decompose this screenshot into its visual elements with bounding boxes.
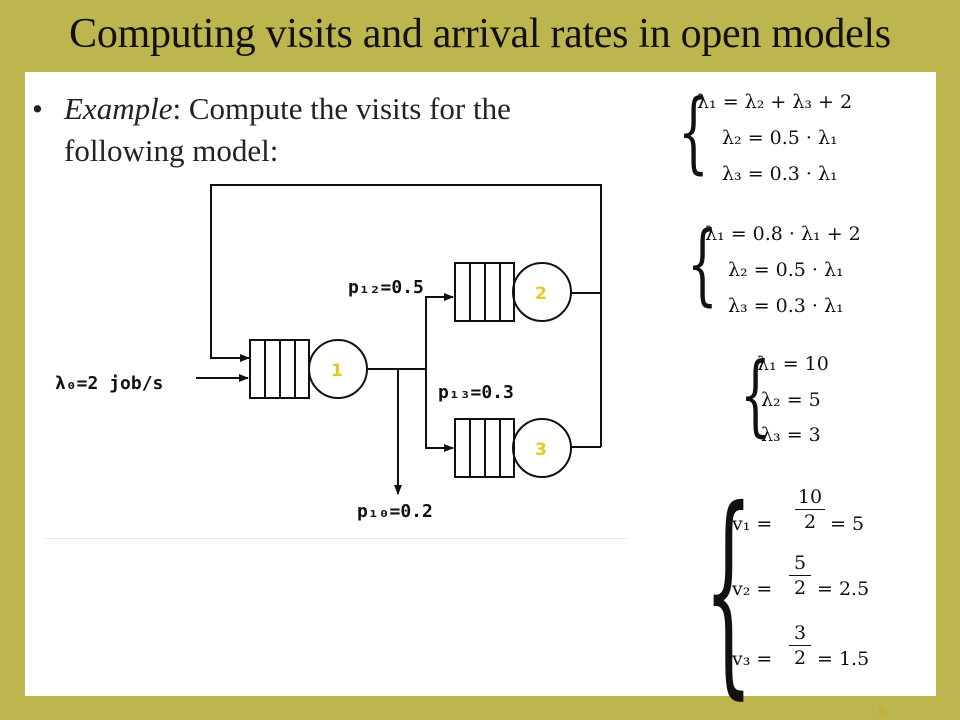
- page-number: 8: [878, 705, 885, 719]
- route-to-node3: [425, 369, 454, 452]
- v3-denominator: 2: [793, 647, 807, 669]
- brace-system-3: {: [740, 343, 771, 446]
- bullet-text: Example: Compute the visits for the foll…: [64, 88, 624, 172]
- diagram-separator: [45, 538, 627, 539]
- slide-title: Computing visits and arrival rates in op…: [69, 11, 891, 57]
- feedback-loop-line: [210, 184, 602, 362]
- v1-lhs: v₁ =: [732, 513, 773, 535]
- example-word: Example: [64, 91, 173, 126]
- eq2-line1: λ₁ = 0.8 · λ₁ + 2: [705, 223, 861, 245]
- content-panel: [25, 72, 936, 696]
- v3-fraction-bar: [789, 645, 811, 646]
- v1-fraction-bar: [795, 509, 825, 510]
- brace-system-4: {: [704, 462, 753, 718]
- server-3: [512, 418, 572, 478]
- v2-denominator: 2: [793, 577, 807, 599]
- v2-fraction-bar: [789, 575, 811, 576]
- eq1-line3: λ₃ = 0.3 · λ₁: [722, 163, 838, 185]
- brace-system-1: {: [678, 80, 709, 183]
- v3-rhs: = 1.5: [817, 648, 870, 670]
- v2-fraction: 5 2: [789, 552, 811, 599]
- p10-label: p₁₀=0.2: [357, 501, 433, 522]
- route-to-node2: [425, 293, 454, 369]
- v1-rhs: = 5: [830, 513, 865, 535]
- v1-numerator: 10: [797, 486, 823, 508]
- eq3-line1: λ₁ = 10: [757, 353, 829, 375]
- p12-label: p₁₂=0.5: [348, 277, 424, 298]
- bullet-dot: •: [32, 91, 43, 126]
- v2-lhs: v₂ =: [732, 578, 773, 600]
- node-2-number: 2: [535, 284, 547, 304]
- v3-numerator: 3: [793, 622, 807, 644]
- v2-rhs: = 2.5: [817, 578, 870, 600]
- arrival-rate-label: λ₀=2 job/s: [55, 373, 163, 394]
- v2-numerator: 5: [793, 552, 807, 574]
- eq3-line2: λ₂ = 5: [761, 389, 821, 411]
- eq1-line2: λ₂ = 0.5 · λ₁: [722, 127, 838, 149]
- v1-denominator: 2: [803, 511, 817, 533]
- bullet-body: : Compute the visits for the following m…: [64, 91, 511, 168]
- eq2-line2: λ₂ = 0.5 · λ₁: [728, 259, 844, 281]
- brace-system-2: {: [687, 212, 718, 315]
- node-1-number: 1: [331, 361, 343, 381]
- eq1-line1: λ₁ = λ₂ + λ₃ + 2: [697, 91, 853, 113]
- eq3-line3: λ₃ = 3: [761, 424, 821, 446]
- node-3-number: 3: [535, 440, 547, 460]
- v3-fraction: 3 2: [789, 622, 811, 669]
- v3-lhs: v₃ =: [732, 648, 773, 670]
- server-2: [512, 262, 572, 322]
- p13-label: p₁₃=0.3: [438, 382, 514, 403]
- v1-fraction: 10 2: [795, 486, 825, 533]
- eq2-line3: λ₃ = 0.3 · λ₁: [728, 295, 844, 317]
